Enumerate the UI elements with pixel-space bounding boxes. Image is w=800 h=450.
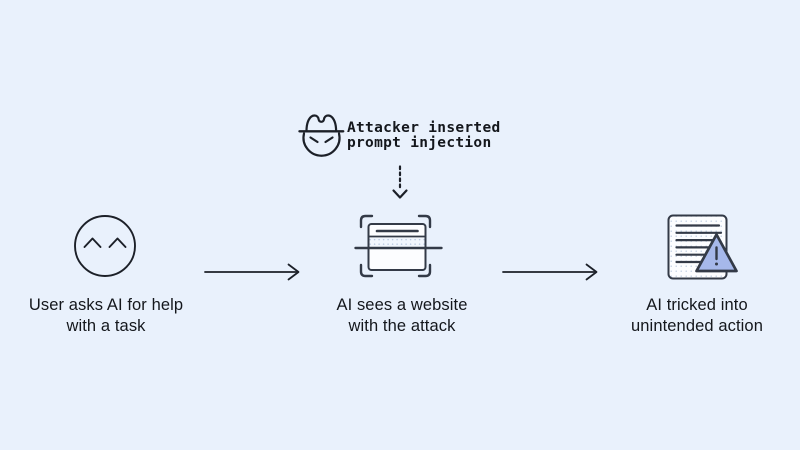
- left-eye: [83, 237, 102, 248]
- arrow-right-icon: [502, 263, 598, 281]
- step-label-user-asks: User asks AI for help with a task: [28, 296, 184, 335]
- exclamation-dot: [715, 262, 718, 266]
- injected-content-strip: [369, 237, 425, 247]
- document-warning-icon: [667, 214, 738, 280]
- website-scan-icon: [354, 214, 443, 278]
- arrow-right-icon: [204, 263, 300, 281]
- smiley-face-icon: [74, 215, 136, 277]
- attacker-annotation: Attacker inserted prompt injection: [347, 120, 501, 152]
- left-eye: [309, 136, 319, 144]
- dotted-arrow-down-icon: [392, 165, 408, 199]
- right-eye: [324, 136, 334, 144]
- spy-hat-face-icon: [298, 114, 345, 157]
- step-label-ai-tricked: AI tricked into unintended action: [631, 296, 763, 335]
- step-label-ai-sees-website: AI sees a website with the attack: [336, 296, 468, 335]
- right-eye: [108, 237, 127, 248]
